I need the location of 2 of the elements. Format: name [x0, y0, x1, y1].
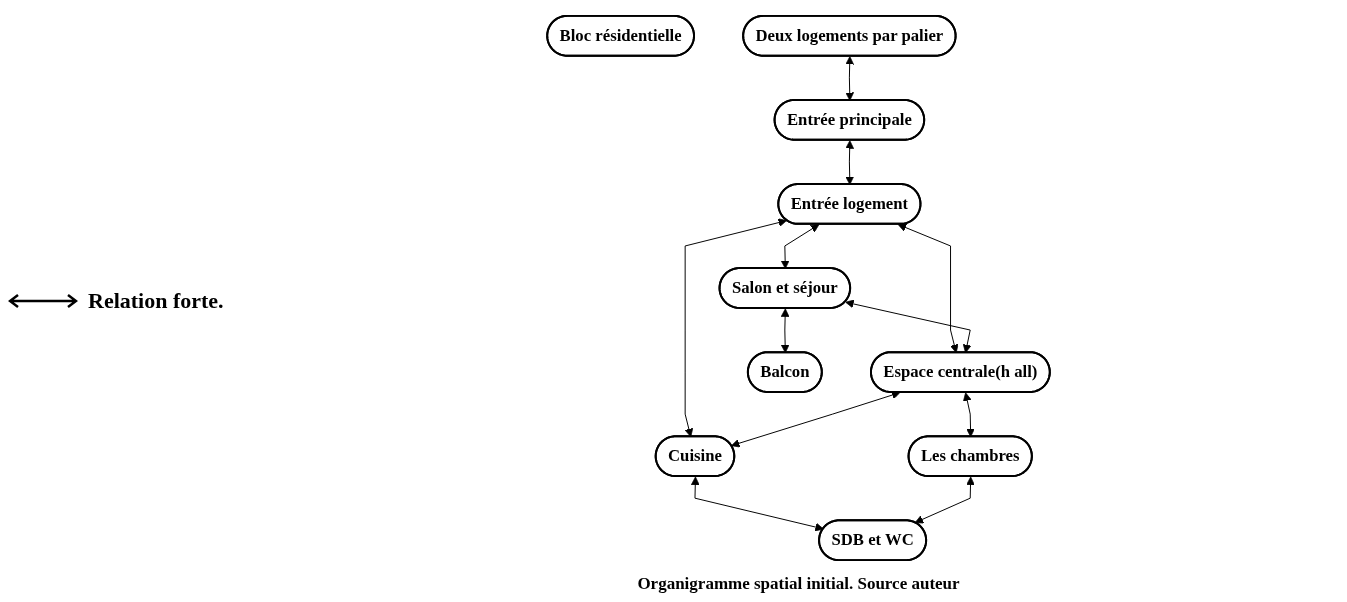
legend-text: Relation forte.: [88, 288, 224, 314]
caption: Organigramme spatial initial. Source auteur: [637, 574, 960, 594]
